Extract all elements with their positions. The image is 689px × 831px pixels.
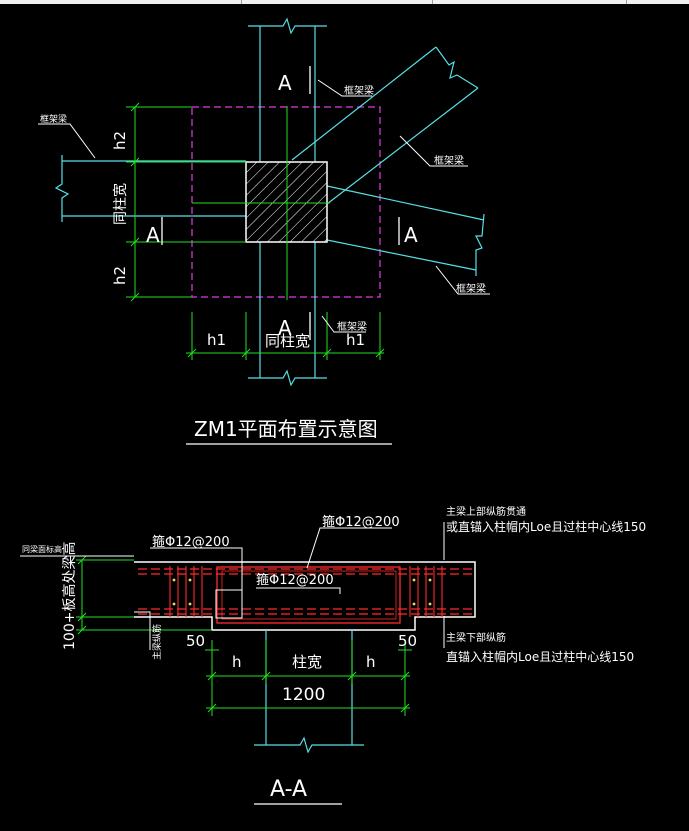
note-bottom-line2: 直锚入柱帽内Loe且过柱中心线150 — [446, 649, 634, 664]
section-label-bottom: A — [278, 316, 292, 340]
dim-h1-left: h1 — [207, 331, 226, 349]
dim-h2-top: h2 — [111, 131, 129, 150]
lower-right-beam-lines — [326, 185, 485, 276]
label-frame-beam-left: 框架梁 — [40, 113, 67, 125]
section-label-right: A — [404, 223, 418, 247]
toolbar-strip — [0, 0, 689, 4]
label-main-beam-rebar: 主梁纵筋 — [151, 624, 163, 660]
cad-drawing-canvas[interactable]: A A A A h2 同柱宽 h2 h1 同柱宽 h1 框架梁 框架梁 框架梁 … — [0, 4, 689, 831]
dim-h1-right: h1 — [346, 331, 365, 349]
dim-h2-bottom: h2 — [111, 266, 129, 285]
label-frame-beam-bottom: 框架梁 — [337, 320, 367, 333]
plan-view: A A A A h2 同柱宽 h2 h1 同柱宽 h1 框架梁 框架梁 框架梁 … — [38, 17, 490, 445]
label-beam-height: 100+板高处梁高 — [61, 542, 78, 650]
section-label-top: A — [278, 71, 292, 95]
section-title: A-A — [270, 777, 307, 802]
dim-same-column-width-horizontal: 同柱宽 — [265, 332, 310, 350]
column-cap-outline — [191, 106, 381, 298]
toolbar-separator — [241, 0, 242, 4]
toolbar-separator — [432, 0, 433, 4]
dim-column-width: 柱宽 — [292, 653, 322, 671]
plan-leaders — [38, 79, 490, 333]
label-frame-beam-top: 框架梁 — [344, 84, 374, 97]
dim-50-right: 50 — [398, 632, 417, 650]
dim-50-left: 50 — [186, 632, 205, 650]
upper-right-beam-lines — [291, 46, 479, 205]
plan-dimension-lines — [126, 102, 385, 360]
label-stirrup-2: 箍Φ12@200 — [322, 514, 400, 530]
cap-stirrup — [216, 566, 401, 624]
cap-stirrup-inner — [221, 570, 397, 620]
dim-h-left: h — [232, 653, 242, 671]
note-bottom-line1: 主梁下部纵筋 — [446, 631, 506, 644]
left-beam-lines — [54, 155, 246, 222]
section-concrete-outline — [134, 561, 476, 631]
note-top-line2: 或直锚入柱帽内Loe且过柱中心线150 — [446, 519, 646, 534]
section-label-left: A — [146, 223, 160, 247]
label-same-beam-top: 同梁面标高 — [22, 544, 62, 554]
section-leaders — [20, 522, 445, 650]
dim-same-column-width-vertical: 同柱宽 — [112, 183, 129, 225]
vertical-column-lines — [248, 17, 327, 387]
note-top-line1: 主梁上部纵筋贯通 — [446, 505, 526, 518]
plan-title: ZM1平面布置示意图 — [194, 417, 378, 441]
section-dimension-lines — [76, 555, 412, 716]
section-view: 箍Φ12@200 箍Φ12@200 箍Φ12@200 主梁上部纵筋贯通 或直锚入… — [20, 505, 646, 805]
label-stirrup-1: 箍Φ12@200 — [152, 534, 230, 550]
label-frame-beam-bottom-right: 框架梁 — [456, 282, 486, 295]
dim-h-right: h — [366, 653, 376, 671]
label-stirrup-3: 箍Φ12@200 — [256, 572, 334, 588]
beam-stirrups — [169, 566, 443, 617]
label-frame-beam-middle: 框架梁 — [434, 154, 464, 167]
rebar-dots — [172, 578, 432, 606]
beam-end-boxes — [215, 589, 243, 619]
toolbar-separator — [626, 0, 627, 4]
dim-total-1200: 1200 — [282, 685, 325, 705]
section-cut-markers — [161, 66, 400, 340]
